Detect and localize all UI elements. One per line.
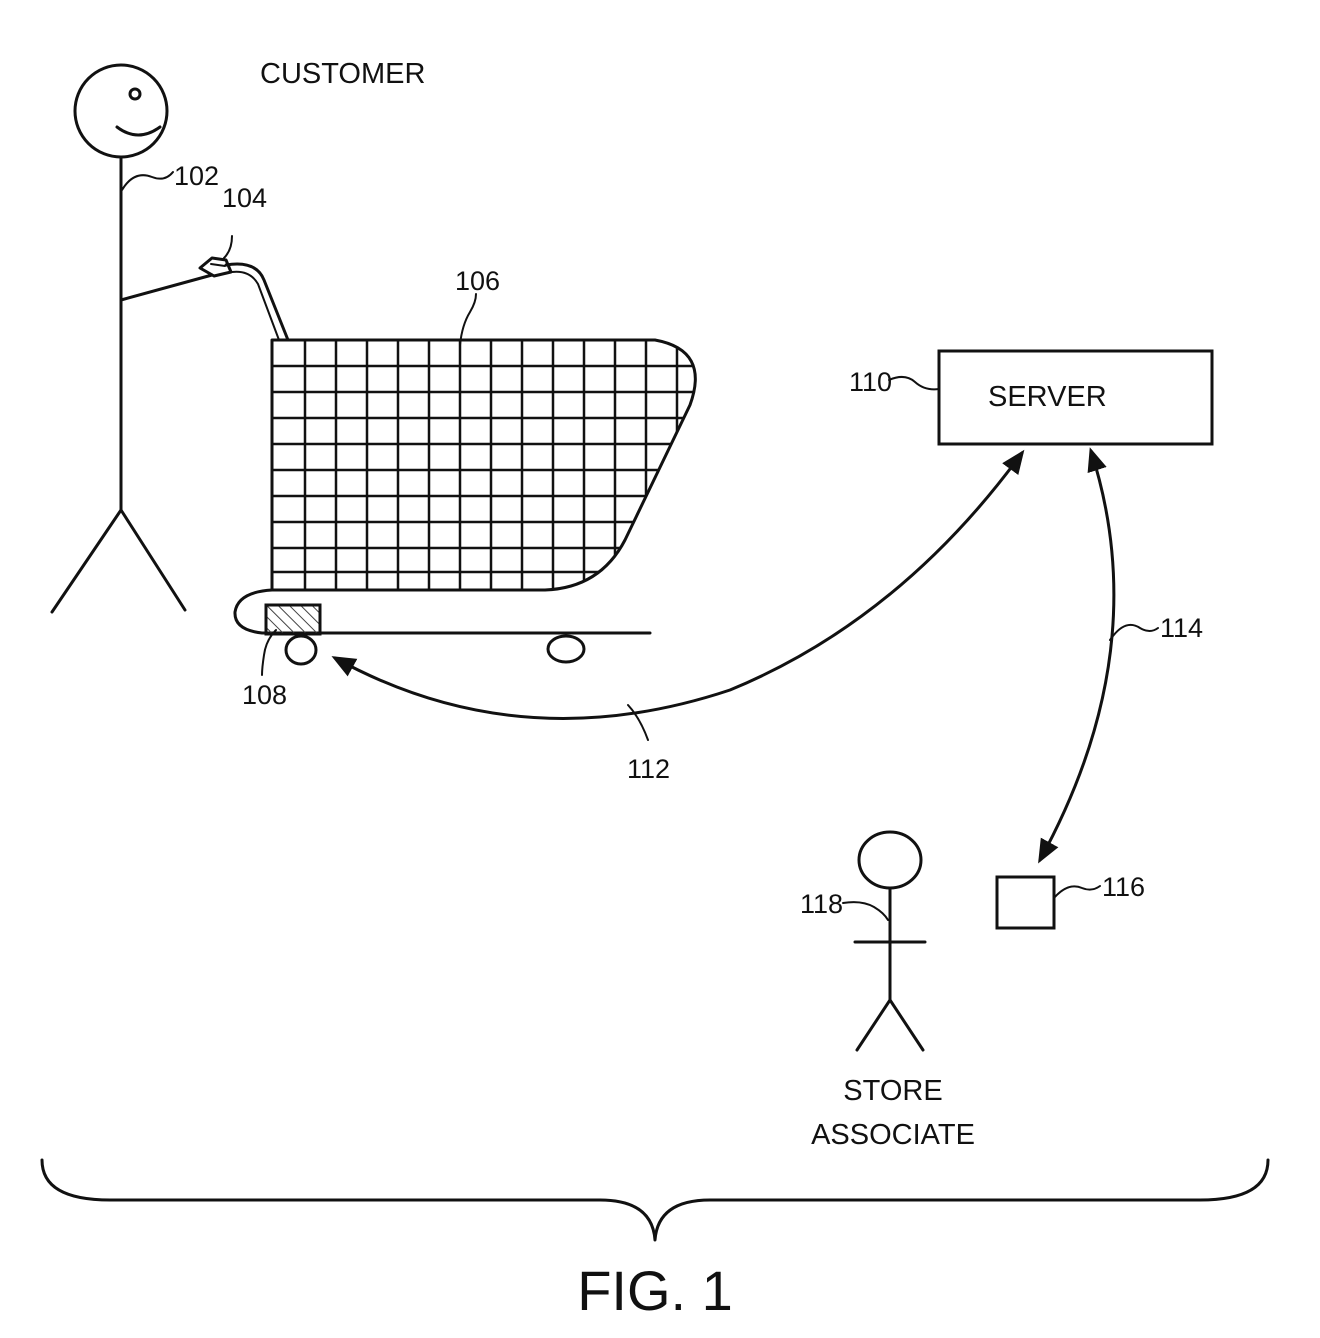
ref-106: 106 <box>455 266 500 296</box>
link-114-arrow <box>1038 447 1116 864</box>
store-label: STORE <box>843 1075 942 1107</box>
bracket-brace <box>40 1158 1270 1242</box>
ref-112: 112 <box>627 754 670 784</box>
cart-basket-grid <box>272 340 696 590</box>
ref-116: 116 <box>1102 872 1145 902</box>
cart-device-box <box>264 603 322 636</box>
ref-104: 104 <box>222 183 267 213</box>
associate-device-box <box>995 875 1056 930</box>
figure-caption: FIG. 1 <box>577 1259 733 1322</box>
store-associate-figure <box>853 830 927 1052</box>
server-label: SERVER <box>988 381 1107 413</box>
associate-label: ASSOCIATE <box>811 1119 975 1151</box>
ref-118: 118 <box>800 889 843 919</box>
ref-114: 114 <box>1160 613 1203 643</box>
customer-figure <box>50 63 214 614</box>
server-box <box>937 349 1214 446</box>
ref-110: 110 <box>849 367 892 397</box>
link-112-arrow <box>331 449 1025 720</box>
customer-label: CUSTOMER <box>260 58 425 90</box>
ref-102: 102 <box>174 161 219 191</box>
ref-108: 108 <box>242 680 287 710</box>
